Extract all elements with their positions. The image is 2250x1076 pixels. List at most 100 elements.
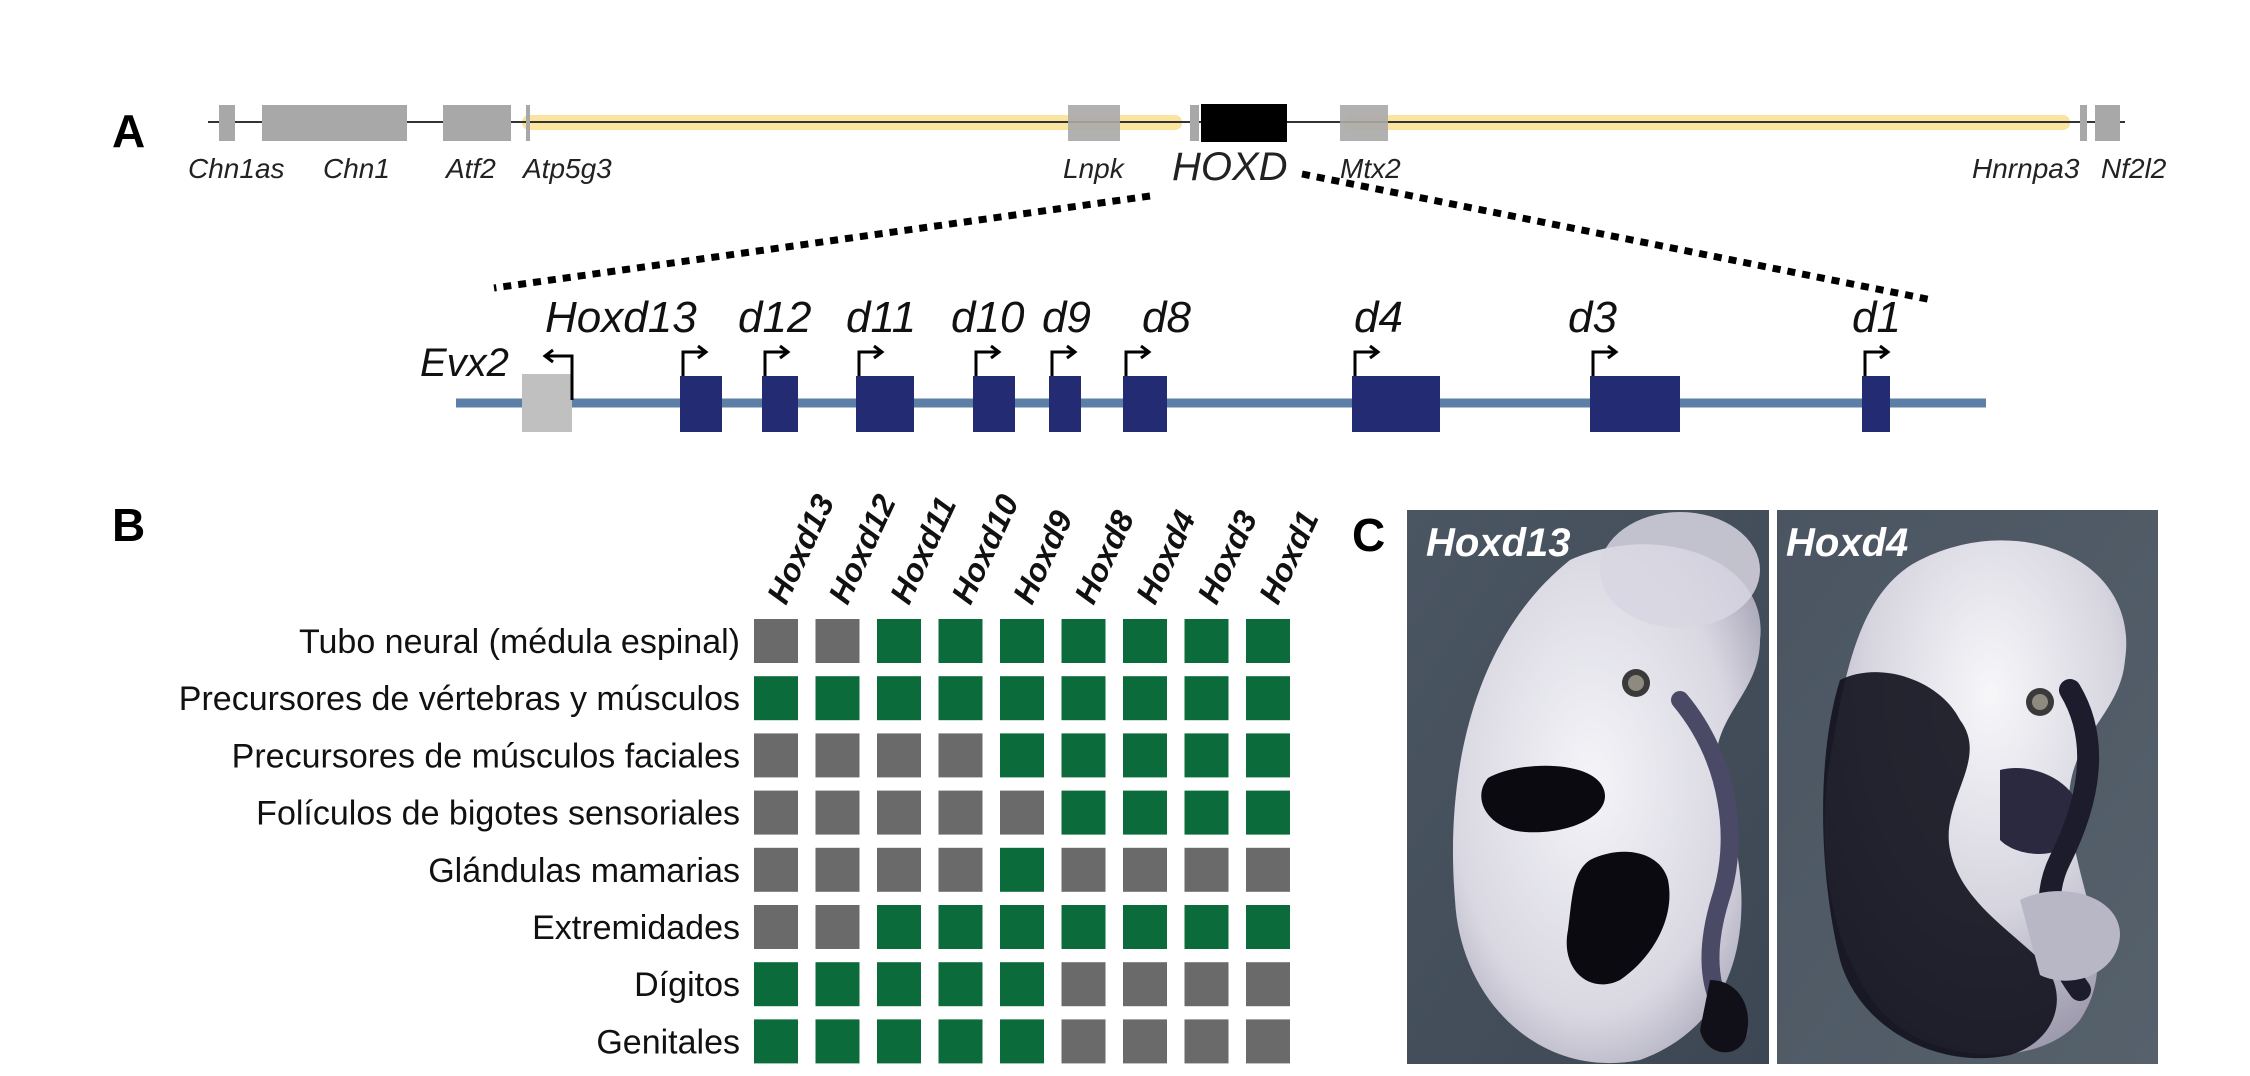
matrix-cell <box>938 790 983 835</box>
matrix-cell <box>1123 676 1167 721</box>
matrix-cell <box>1061 790 1106 835</box>
gene-box-nf2l2 <box>2095 105 2120 141</box>
matrix-cell <box>1061 962 1106 1007</box>
matrix-cell <box>815 733 860 778</box>
cluster-exon-d1 <box>1862 376 1890 432</box>
gene-box-small <box>1190 105 1199 141</box>
matrix-cell <box>877 619 921 663</box>
row-label: Precursores de músculos faciales <box>232 737 740 775</box>
matrix-cell <box>1000 905 1044 949</box>
cluster-exon-d12 <box>762 376 798 432</box>
cluster-gene-label-d12: d12 <box>738 293 811 342</box>
matrix-cell <box>1184 962 1229 1007</box>
matrix-cell <box>815 847 860 892</box>
matrix-cell <box>1123 790 1167 835</box>
locus-track <box>208 104 2125 142</box>
matrix-cell <box>1123 905 1167 949</box>
matrix-cell <box>815 962 860 1007</box>
cluster-exon-d4 <box>1352 376 1440 432</box>
matrix-cell <box>1123 733 1167 778</box>
matrix-cell <box>1000 962 1044 1007</box>
matrix-cell <box>938 905 983 949</box>
matrix-cell <box>1061 847 1106 892</box>
tss-arrow-d9 <box>1050 344 1078 376</box>
matrix-cell <box>938 1019 983 1064</box>
tss-arrow-d1 <box>1863 344 1891 376</box>
matrix-cell <box>1246 847 1290 892</box>
gene-label-mtx2: Mtx2 <box>1340 153 1401 184</box>
matrix-cell <box>1000 676 1044 721</box>
matrix-cell <box>1000 847 1044 892</box>
tss-arrow-d8 <box>1124 344 1152 376</box>
row-label: Tubo neural (médula espinal) <box>299 623 740 661</box>
gene-box-atf2 <box>443 105 511 141</box>
cluster-exon-d10 <box>973 376 1015 432</box>
cluster-gene-label-d8: d8 <box>1142 293 1191 342</box>
tss-arrow-d3 <box>1591 344 1619 376</box>
matrix-cell <box>815 790 860 835</box>
matrix-cell <box>754 790 798 835</box>
cluster-gene-label-d1: d1 <box>1852 293 1901 342</box>
matrix-cell <box>754 905 798 949</box>
gene-box-lnpk <box>1068 105 1120 141</box>
matrix-cell <box>1123 847 1167 892</box>
matrix-cell <box>938 676 983 721</box>
matrix-cell <box>877 847 921 892</box>
matrix-cell <box>1000 790 1044 835</box>
cluster-gene-label-d9: d9 <box>1042 293 1091 342</box>
matrix-cell <box>877 962 921 1007</box>
matrix-cell <box>1061 1019 1106 1064</box>
row-label: Dígitos <box>634 966 740 1004</box>
matrix-cell <box>1246 962 1290 1007</box>
matrix-cell <box>1123 962 1167 1007</box>
gene-box-chn1as <box>219 105 235 141</box>
matrix-cell <box>877 733 921 778</box>
panel-label-a: A <box>112 105 145 157</box>
matrix-cell <box>815 1019 860 1064</box>
gene-label-nf2l2: Nf2l2 <box>2101 153 2167 184</box>
tss-arrow-d11 <box>857 344 885 376</box>
gene-box-hnrnpa3 <box>2080 105 2087 141</box>
cluster-exon-d9 <box>1049 376 1081 432</box>
gene-label-atp5g3: Atp5g3 <box>521 153 612 184</box>
matrix-cell <box>1246 733 1290 778</box>
evx2-label: Evx2 <box>420 341 509 385</box>
cluster-label-hoxd: HOXD <box>1172 145 1288 189</box>
cluster-gene-label-d3: d3 <box>1568 293 1617 342</box>
panel-label-c: C <box>1352 509 1385 561</box>
cluster-gene-label-hoxd13: Hoxd13 <box>545 293 697 342</box>
cluster-exon-d11 <box>856 376 914 432</box>
gene-label-atf2: Atf2 <box>444 153 496 184</box>
row-label: Glándulas mamarias <box>428 852 740 890</box>
gene-label-chn1as: Chn1as <box>188 153 285 184</box>
matrix-cell <box>754 1019 798 1064</box>
matrix-cell <box>815 905 860 949</box>
matrix-cell <box>1246 790 1290 835</box>
tss-arrow-evx2 <box>542 348 574 400</box>
matrix-cell <box>1061 905 1106 949</box>
row-label: Genitales <box>596 1023 740 1061</box>
hoxd-cluster-box <box>1201 104 1287 142</box>
matrix-cell <box>815 619 860 663</box>
cluster-exon-hoxd13 <box>680 376 722 432</box>
matrix-cell <box>1061 619 1106 663</box>
matrix-cell <box>1246 905 1290 949</box>
cluster-exon-d3 <box>1590 376 1680 432</box>
matrix-cell <box>877 1019 921 1064</box>
tss-arrow-d12 <box>763 344 791 376</box>
photo-hoxd4: Hoxd4 <box>1777 510 2158 1064</box>
matrix-cell <box>1246 676 1290 721</box>
row-label: Precursores de vértebras y músculos <box>179 680 740 718</box>
matrix-cell <box>1000 619 1044 663</box>
panel-label-b: B <box>112 499 145 551</box>
tss-arrow-d4 <box>1353 344 1381 376</box>
locus-gene-labels: Chn1as Chn1 Atf2 Atp5g3 Lnpk HOXD Mtx2 H… <box>188 145 2167 189</box>
matrix-cell <box>1246 1019 1290 1064</box>
matrix-cell <box>938 733 983 778</box>
cluster-exon-d8 <box>1123 376 1167 432</box>
cluster-gene-label-d4: d4 <box>1354 293 1403 342</box>
matrix-cell <box>815 676 860 721</box>
matrix-cell <box>1246 619 1290 663</box>
matrix-cell <box>1184 1019 1229 1064</box>
